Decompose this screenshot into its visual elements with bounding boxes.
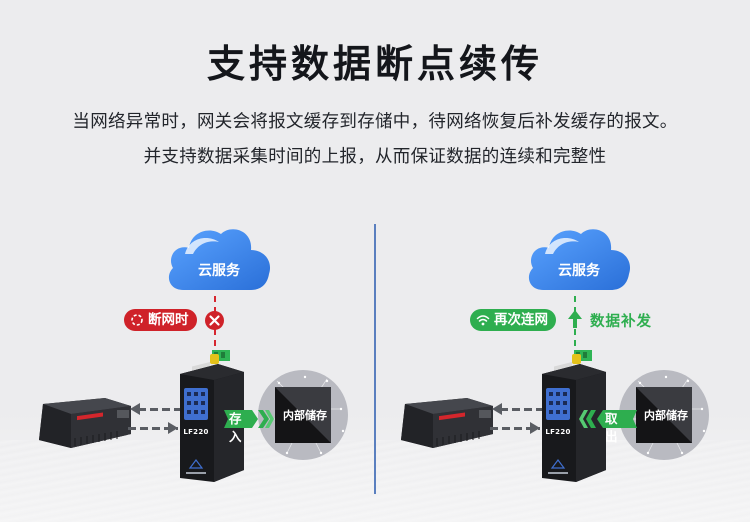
chip-icon (619, 370, 709, 460)
scenario-divider (374, 224, 376, 494)
plc-device (401, 398, 493, 448)
internal-storage: 内部储存 (618, 369, 710, 461)
cloud-service: 云服务 (165, 224, 273, 296)
arrow-left-icon (130, 403, 140, 415)
chip-icon (258, 370, 348, 460)
cloud-icon (528, 229, 631, 290)
gateway-model-label: LF220 (183, 428, 209, 436)
store-flow-text: 存入 (229, 411, 242, 444)
arrow-up-icon (568, 310, 582, 328)
offline-scenario-panel: 云服务 断网时 (39, 224, 349, 482)
plc-device (39, 398, 131, 448)
cloud-label: 云服务 (558, 263, 600, 279)
chevrons-right-icon (224, 410, 274, 428)
data-link-to-plc (138, 408, 188, 411)
storage-label: 内部储存 (283, 409, 327, 422)
page-title: 支持数据断点续传 (206, 42, 543, 86)
online-status-text: 再次连网 (494, 312, 548, 328)
cloud-service: 云服务 (525, 224, 633, 296)
cloud-icon (168, 229, 271, 290)
storage-label: 内部储存 (644, 409, 688, 422)
wifi-icon (476, 315, 490, 326)
chevrons-left-icon (579, 410, 637, 428)
gateway-body-icon (180, 350, 244, 482)
retrieve-flow-text: 取出 (605, 411, 618, 444)
internal-storage: 内部储存 (257, 369, 349, 461)
reconnected-scenario-panel: 云服务 再次连网 数据补发 (375, 0, 750, 522)
offline-status-text: 断网时 (148, 312, 189, 328)
arrow-left-icon (492, 403, 502, 415)
description-line-1: 当网络异常时，网关会将报文缓存到存储中，待网络恢复后补发缓存的报文。 (72, 112, 678, 132)
gateway-model-label: LF220 (545, 428, 571, 436)
data-link-to-gateway (490, 427, 540, 430)
gateway-device: LF220 (178, 350, 246, 482)
x-circle-icon (205, 311, 224, 330)
data-link-to-gateway (128, 427, 178, 430)
description-line-2: 并支持数据采集时间的上报，从而保证数据的连续和完整性 (143, 147, 607, 167)
cloud-label: 云服务 (198, 263, 240, 279)
arrow-right-icon (168, 422, 178, 434)
data-resend-label: 数据补发 (590, 314, 652, 330)
offline-status-badge: 断网时 (124, 309, 197, 331)
data-link-to-plc (500, 408, 550, 411)
arrow-right-icon (530, 422, 540, 434)
broken-link-icon (131, 314, 143, 326)
online-status-badge: 再次连网 (470, 309, 556, 331)
